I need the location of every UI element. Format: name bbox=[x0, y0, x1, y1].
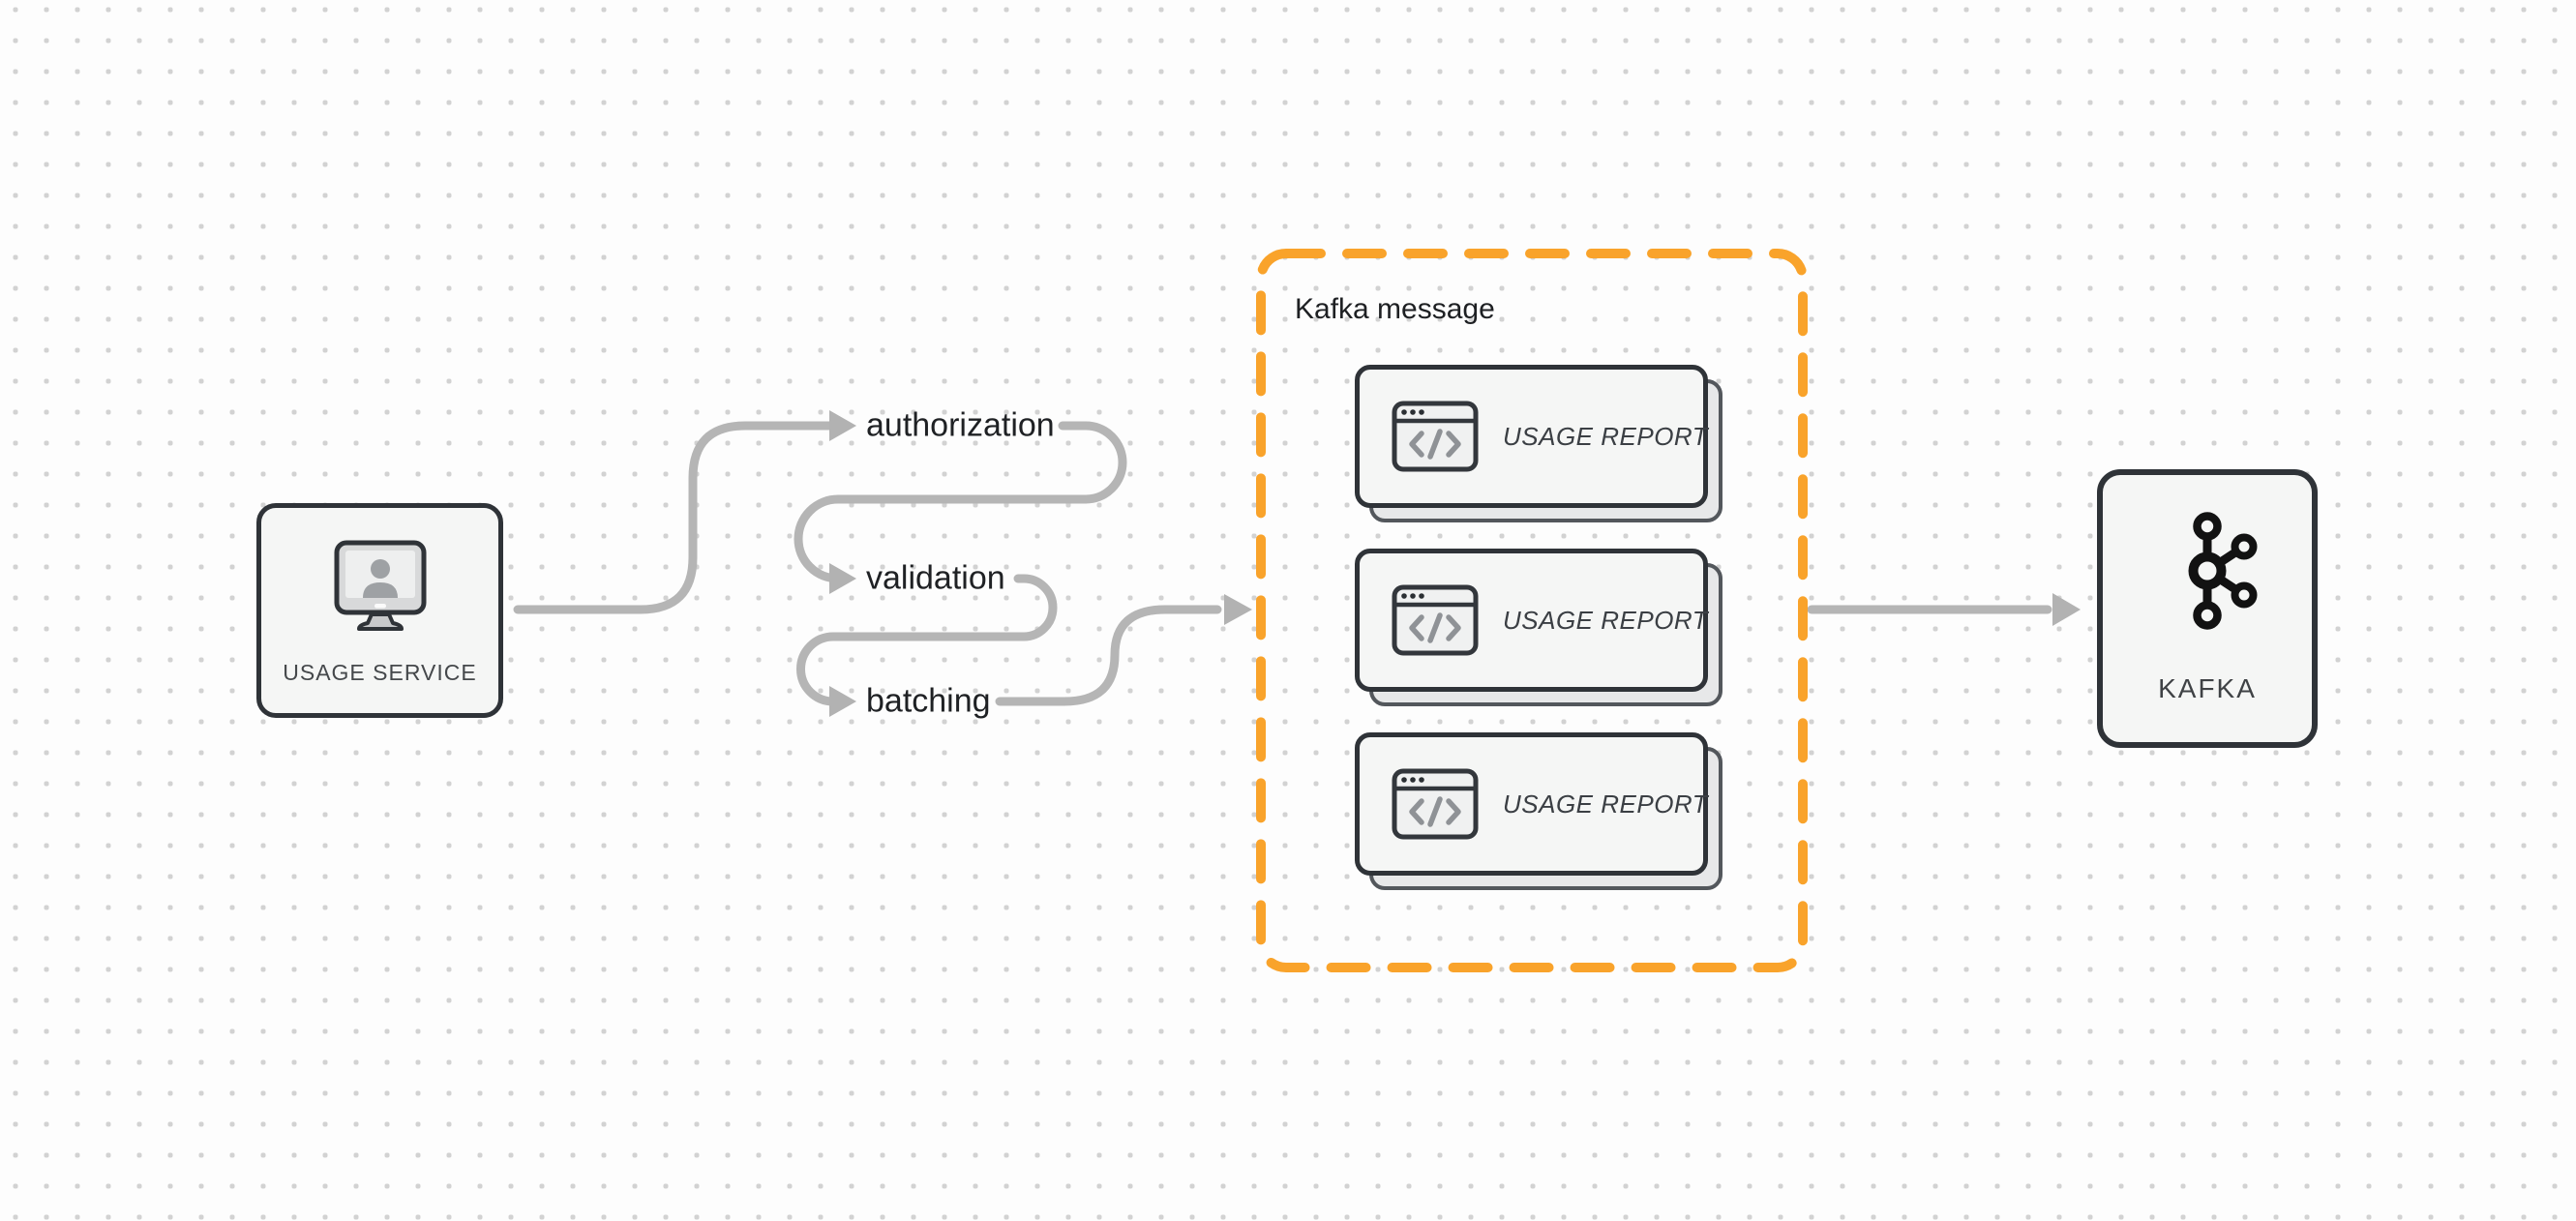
kafka-label: KAFKA bbox=[2158, 673, 2257, 703]
arrowhead-validation bbox=[829, 563, 856, 594]
usage-report-label: USAGE REPORT bbox=[1503, 605, 1709, 635]
arrowhead-into-group bbox=[1224, 594, 1252, 625]
code-window-icon bbox=[1392, 584, 1479, 656]
monitor-user-icon bbox=[334, 540, 426, 631]
flow-step-validation: validation bbox=[866, 559, 1005, 597]
usage-report-card[interactable]: USAGE REPORT bbox=[1355, 549, 1722, 706]
usage-report-label: USAGE REPORT bbox=[1503, 421, 1709, 451]
kafka-logo-icon bbox=[2188, 512, 2258, 630]
arrowhead-batching bbox=[829, 686, 856, 717]
kafka-node[interactable]: KAFKA bbox=[2097, 469, 2318, 748]
arrowhead-authorization bbox=[829, 410, 856, 441]
connector-usage-to-authorization bbox=[513, 421, 835, 614]
group-title: Kafka message bbox=[1295, 293, 1495, 325]
arrowhead-into-kafka bbox=[2052, 593, 2081, 626]
usage-service-label: USAGE SERVICE bbox=[283, 660, 477, 685]
connector-batching-to-group bbox=[995, 605, 1222, 706]
usage-report-card[interactable]: USAGE REPORT bbox=[1355, 365, 1722, 522]
group-dashed-border bbox=[1256, 249, 1808, 972]
usage-service-node[interactable]: USAGE SERVICE bbox=[256, 503, 503, 718]
code-window-icon bbox=[1392, 401, 1479, 472]
connector-authorization-to-validation bbox=[794, 421, 1127, 583]
usage-report-card[interactable]: USAGE REPORT bbox=[1355, 732, 1722, 890]
code-window-icon bbox=[1392, 768, 1479, 840]
usage-report-label: USAGE REPORT bbox=[1503, 789, 1709, 819]
flow-step-authorization: authorization bbox=[866, 406, 1055, 444]
kafka-message-group[interactable]: Kafka message USAGE REPORT bbox=[1256, 249, 1808, 972]
flow-step-batching: batching bbox=[866, 682, 991, 720]
